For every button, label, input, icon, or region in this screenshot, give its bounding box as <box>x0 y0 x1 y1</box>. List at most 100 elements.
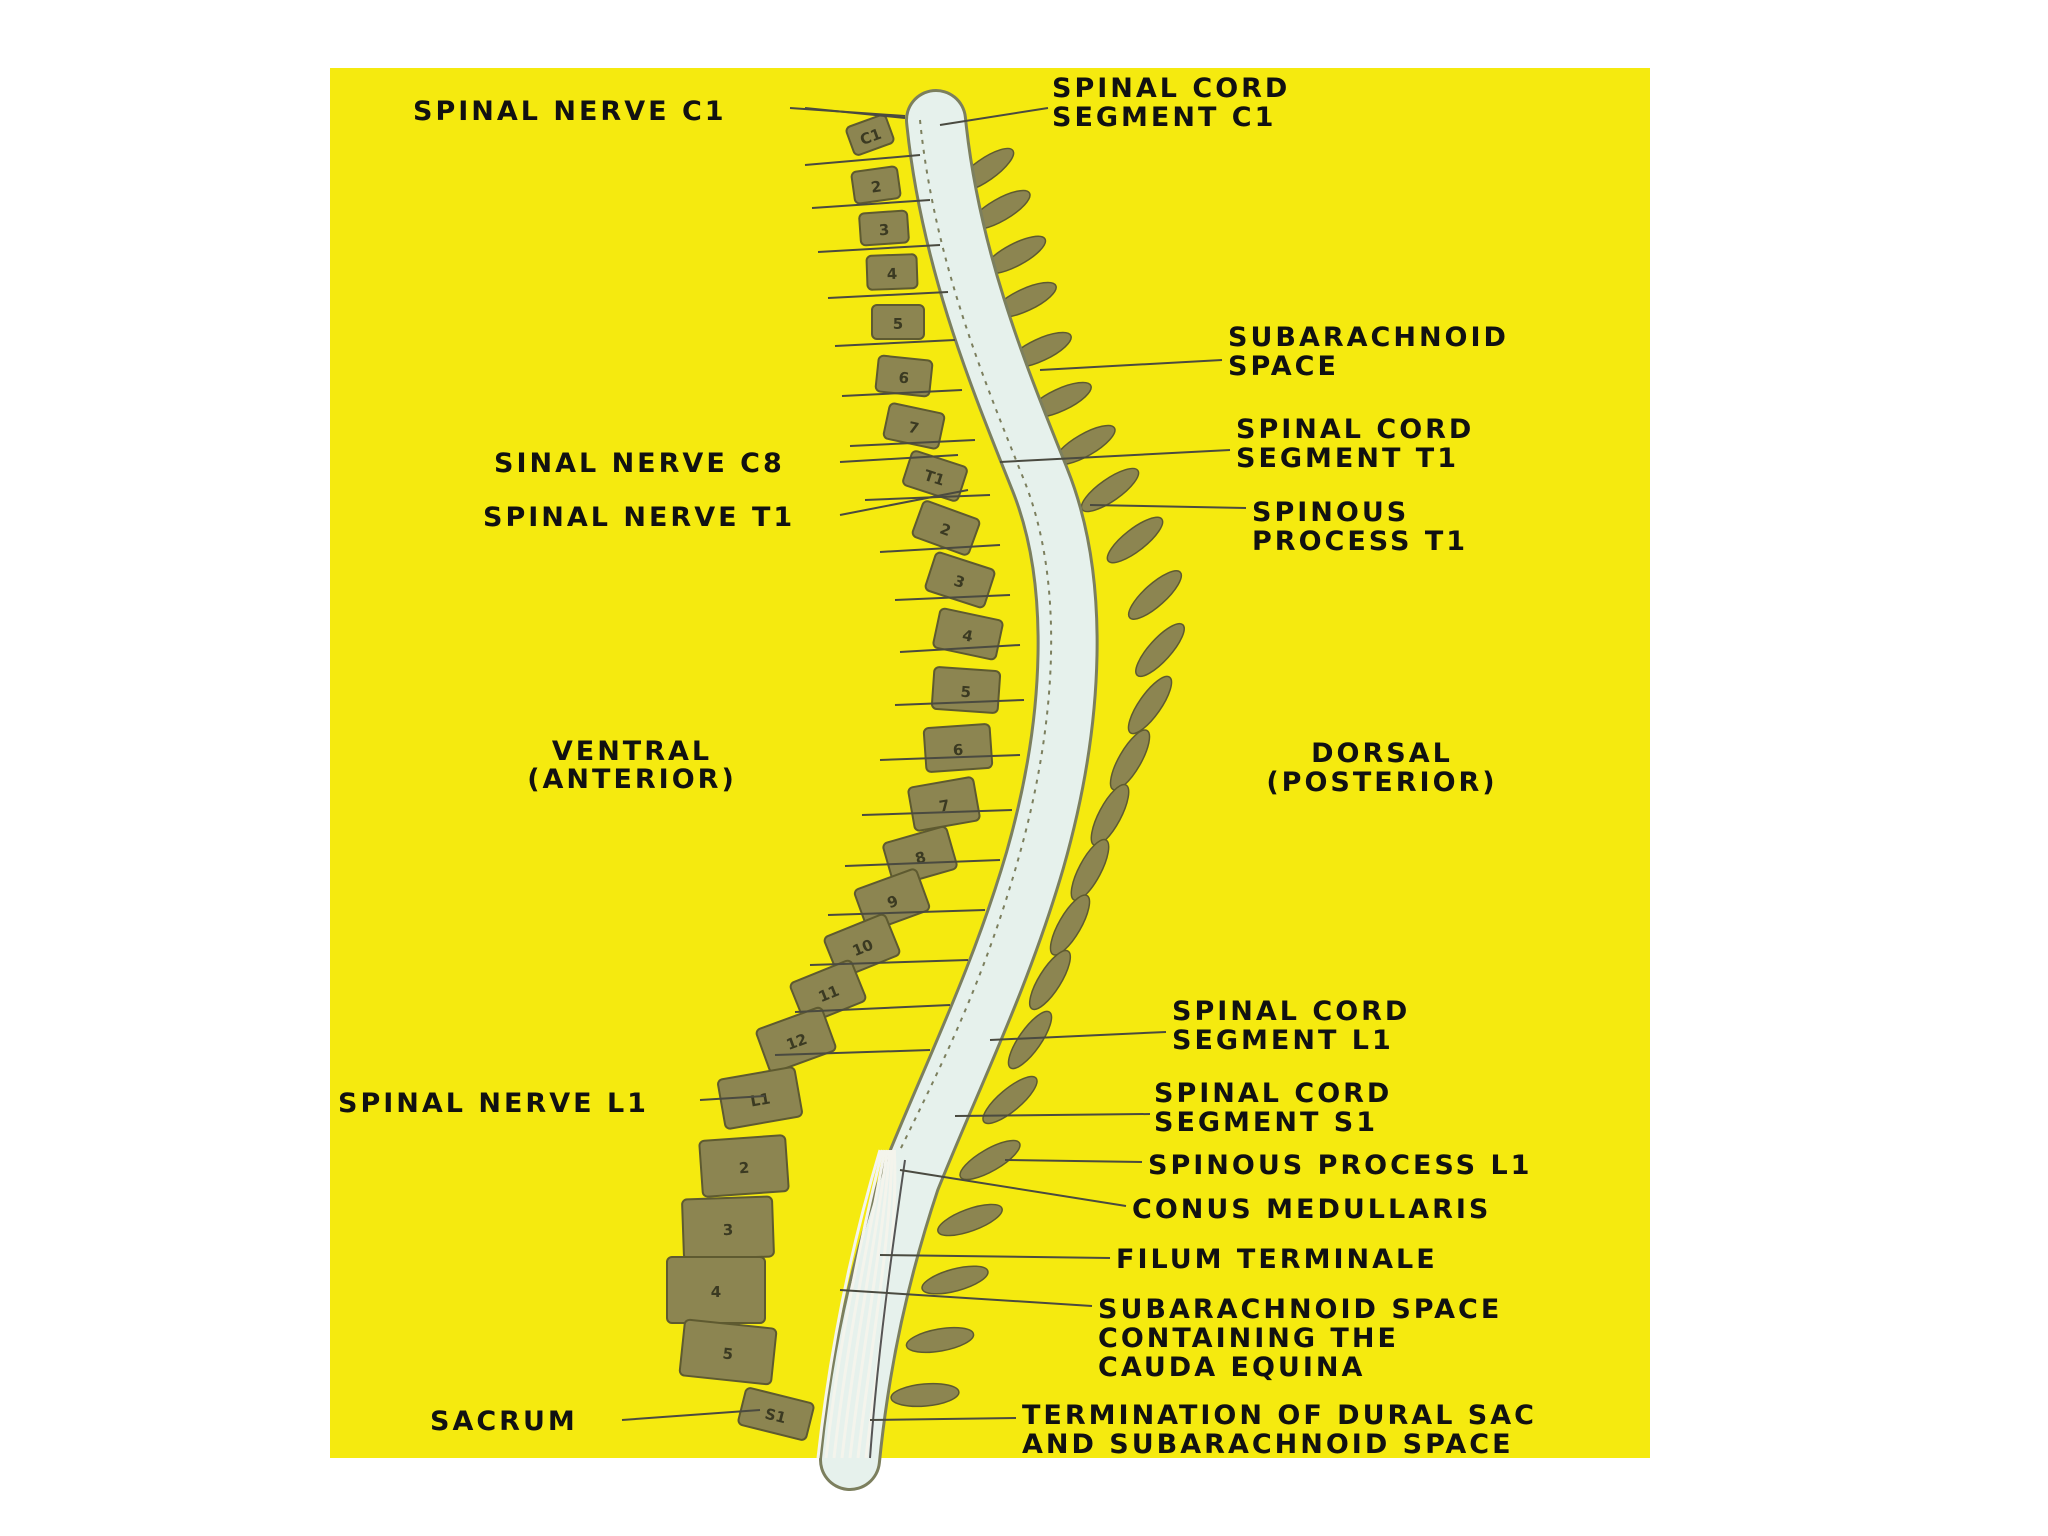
vertebra-label: 5 <box>893 315 903 333</box>
spinal-nerve-8 <box>849 439 976 447</box>
spinous-process-18 <box>1007 1010 1053 1070</box>
vertebra-label: 4 <box>887 265 898 283</box>
leader-line-8 <box>989 1031 1167 1041</box>
cauda-equina-root <box>840 1149 889 1459</box>
spinal-cord-inner-line <box>899 119 1053 1151</box>
vertebral-body <box>924 551 996 609</box>
label-sinal-nerve-c8: SINAL NERVE C8 <box>494 448 785 479</box>
vertebral-body <box>850 165 902 205</box>
vertebra-4: 4 <box>865 253 919 291</box>
label-conus-medullaris: CONUS MEDULLARIS <box>1132 1194 1491 1225</box>
spinous-process-24 <box>890 1382 960 1408</box>
vertebral-body <box>911 500 981 556</box>
vertebra-label: 4 <box>961 626 975 646</box>
vertebra-16: 9 <box>853 868 931 932</box>
vertebra-label: 3 <box>878 221 890 240</box>
vertebra-label: T1 <box>922 466 947 490</box>
label-dorsal: DORSAL <box>1311 738 1453 769</box>
vertebra-19: 12 <box>755 1006 837 1074</box>
vertebra-label: L1 <box>749 1089 772 1110</box>
vertebra-6: 6 <box>874 354 934 398</box>
vertebra-12: 5 <box>930 666 1002 714</box>
spinous-process-11 <box>1135 622 1185 678</box>
leader-line-10 <box>1004 1159 1143 1163</box>
spinal-nerve-4 <box>817 244 941 253</box>
label-subarachnoid-cauda-line1: SUBARACHNOID SPACE <box>1098 1294 1502 1325</box>
vertebral-body <box>865 253 919 291</box>
vertebral-body <box>717 1066 803 1130</box>
label-spinous-process-l1: SPINOUS PROCESS L1 <box>1148 1150 1532 1181</box>
vertebral-body <box>902 450 968 502</box>
label-spinal-cord-segment-c1-line2: SEGMENT C1 <box>1052 102 1276 133</box>
vertebral-body <box>755 1006 837 1074</box>
label-subarachnoid-cauda-line3: CAUDA EQUINA <box>1098 1352 1365 1383</box>
vertebra-8: T1 <box>902 450 968 502</box>
vertebra-18: 11 <box>789 959 867 1025</box>
vertebra-24: 5 <box>678 1318 778 1386</box>
label-spinal-nerve-l1: SPINAL NERVE L1 <box>338 1088 649 1119</box>
vertebral-body <box>678 1318 778 1386</box>
leader-line-11 <box>899 1169 1127 1207</box>
spinous-process-17 <box>1028 949 1072 1011</box>
cauda-equina-root <box>824 1149 884 1459</box>
vertebral-body <box>907 776 981 832</box>
spinous-process-15 <box>1070 838 1110 902</box>
spinous-process-23 <box>905 1326 975 1354</box>
leader-line-4 <box>999 449 1231 463</box>
vertebra-9: 2 <box>911 500 981 556</box>
vertebra-label: 7 <box>907 418 921 438</box>
label-spinous-process-t1-line2: PROCESS T1 <box>1252 526 1468 557</box>
vertebral-body <box>853 868 931 932</box>
spinal-nerve-17 <box>827 909 986 916</box>
leader-line-6 <box>839 454 959 463</box>
spinous-process-21 <box>937 1203 1003 1237</box>
label-spinal-cord-segment-l1-line1: SPINAL CORD <box>1172 996 1410 1027</box>
label-spinal-cord-segment-l1-line2: SEGMENT L1 <box>1172 1025 1394 1056</box>
leader-line-13 <box>839 1289 1093 1307</box>
spinal-nerve-7 <box>841 389 963 397</box>
spinal-nerve-18 <box>809 959 969 966</box>
vertebra-label: 2 <box>870 177 883 196</box>
label-anterior: (ANTERIOR) <box>527 764 737 795</box>
vertebra-23: 4 <box>666 1256 766 1324</box>
spinous-process-19 <box>982 1075 1038 1125</box>
label-sacrum: SACRUM <box>430 1406 578 1437</box>
leader-line-3 <box>1039 359 1223 371</box>
vertebra-label: 5 <box>960 683 972 702</box>
spinous-process-22 <box>921 1265 989 1295</box>
label-filum-terminale: FILUM TERMINALE <box>1116 1244 1438 1275</box>
vertebra-21: 2 <box>698 1134 790 1198</box>
leader-line-9 <box>954 1113 1151 1117</box>
label-spinal-cord-segment-s1-line2: SEGMENT S1 <box>1154 1107 1378 1138</box>
label-spinous-process-t1-line1: SPINOUS <box>1252 497 1409 528</box>
spinal-nerve-16 <box>844 859 1001 867</box>
spinal-nerves <box>774 107 1025 1459</box>
vertebral-body <box>858 209 910 247</box>
label-spinal-cord-segment-c1-line1: SPINAL CORD <box>1052 73 1290 104</box>
vertebra-25: S1 <box>737 1387 815 1441</box>
vertebra-label: 7 <box>938 796 951 816</box>
spinal-nerve-3 <box>811 199 931 209</box>
vertebral-body <box>922 723 994 773</box>
label-spinal-nerve-c1: SPINAL NERVE C1 <box>413 96 727 127</box>
label-spinal-nerve-t1: SPINAL NERVE T1 <box>483 502 795 533</box>
vertebral-body <box>845 114 895 156</box>
spinal-nerve-20 <box>774 1049 931 1056</box>
spinous-process-13 <box>1109 729 1151 791</box>
vertebra-7: 7 <box>882 402 946 450</box>
spinal-nerve-14 <box>879 754 1021 761</box>
vertebra-label: S1 <box>763 1405 788 1428</box>
spinal-nerve-12 <box>899 644 1021 653</box>
vertebral-body <box>737 1387 815 1441</box>
leader-line-14 <box>869 1417 1017 1421</box>
vertebra-20: L1 <box>717 1066 803 1130</box>
spinal-nerve-5 <box>827 291 949 299</box>
label-subarachnoid-space-line1: SUBARACHNOID <box>1228 322 1509 353</box>
leader-line-12 <box>879 1254 1111 1259</box>
cauda-equina-root <box>856 1149 894 1459</box>
leader-line-15 <box>699 1095 766 1101</box>
leader-line-16 <box>621 1409 761 1421</box>
leader-line-7 <box>839 489 969 516</box>
leader-lines <box>621 107 1247 1421</box>
